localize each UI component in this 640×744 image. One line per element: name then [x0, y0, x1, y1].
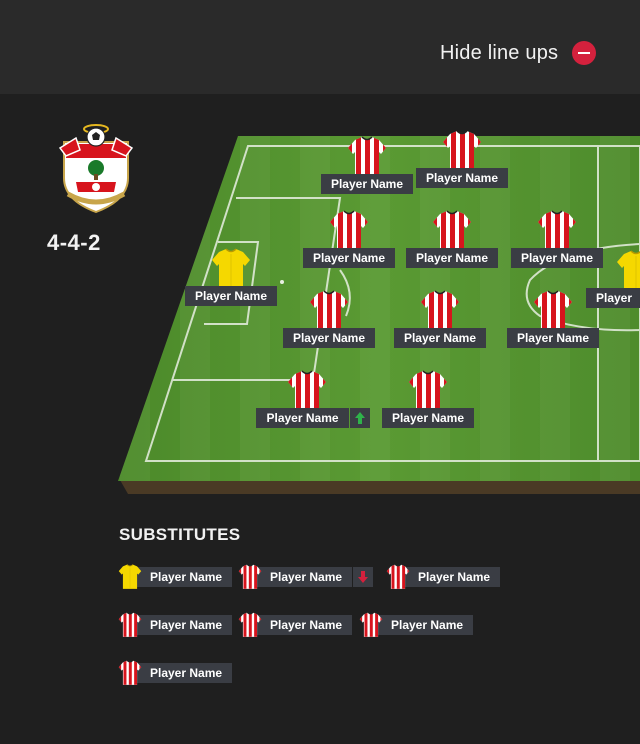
player-defender-1[interactable]: Player Name [274, 290, 384, 348]
player-name: Player Name [302, 248, 396, 268]
substitute-item[interactable]: Player Name [359, 612, 474, 638]
home-shirt-icon [238, 612, 262, 638]
substitute-name: Player Name [256, 567, 353, 587]
sub-out-indicator [353, 567, 374, 587]
keeper-shirt-icon [118, 564, 142, 590]
player-name: Player Name [506, 328, 600, 348]
arrow-up-icon [354, 412, 365, 424]
substitute-name: Player Name [136, 567, 233, 587]
player-forward-2[interactable]: Player Name [407, 130, 517, 188]
home-shirt-icon [118, 660, 142, 686]
substitute-item[interactable]: Player Name [238, 612, 353, 638]
player-midfielder-2[interactable]: Player Name [397, 210, 507, 268]
substitute-name: Player Name [256, 615, 353, 635]
player-opponent-keeper[interactable]: Player [586, 250, 640, 308]
arrow-down-icon [358, 571, 369, 583]
home-shirt-icon [386, 564, 410, 590]
pitch-soil [120, 480, 640, 494]
substitute-item[interactable]: Player Name [238, 564, 374, 590]
substitute-name: Player Name [377, 615, 474, 635]
substitute-item[interactable]: Player Name [118, 564, 233, 590]
substitutes-heading: SUBSTITUTES [119, 525, 241, 544]
home-shirt-icon [118, 612, 142, 638]
player-name: Player [586, 288, 640, 308]
player-name: Player Name [256, 408, 349, 428]
player-defender-4[interactable]: Player Name [256, 370, 370, 428]
top-bar: Hide line ups [0, 0, 640, 94]
minus-circle-icon [572, 41, 597, 65]
player-forward-1[interactable]: Player Name [312, 136, 422, 194]
player-name: Player Name [510, 248, 604, 268]
player-defender-3[interactable]: Player Name [498, 290, 608, 348]
player-midfielder-1[interactable]: Player Name [294, 210, 404, 268]
player-name: Player Name [405, 248, 499, 268]
player-name: Player Name [381, 408, 475, 428]
substitute-item[interactable]: Player Name [386, 564, 501, 590]
player-midfielder-3[interactable]: Player Name [502, 210, 612, 268]
southampton-crest-logo [58, 124, 134, 214]
player-name: Player Name [282, 328, 376, 348]
pitch [118, 136, 640, 494]
substitute-item[interactable]: Player Name [118, 612, 233, 638]
player-name: Player Name [320, 174, 414, 194]
player-defender-2[interactable]: Player Name [385, 290, 495, 348]
home-shirt-icon [359, 612, 383, 638]
player-defender-5[interactable]: Player Name [373, 370, 483, 428]
hide-lineups-label: Hide line ups [440, 41, 559, 64]
substitute-item[interactable]: Player Name [118, 660, 233, 686]
player-goalkeeper[interactable]: Player Name [176, 248, 286, 306]
player-name: Player Name [415, 168, 509, 188]
player-name: Player Name [393, 328, 487, 348]
hide-lineups-button[interactable]: Hide line ups [440, 38, 597, 68]
substitute-name: Player Name [136, 663, 233, 683]
substitute-name: Player Name [404, 567, 501, 587]
home-shirt-icon [238, 564, 262, 590]
sub-in-indicator [349, 408, 370, 428]
substitute-name: Player Name [136, 615, 233, 635]
player-name: Player Name [184, 286, 278, 306]
formation-label: 4-4-2 [47, 230, 101, 255]
